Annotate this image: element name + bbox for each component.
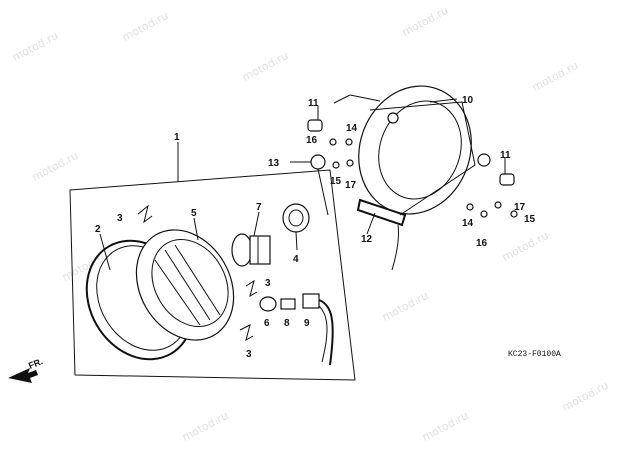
washer	[345, 138, 353, 146]
callout-16: 16	[476, 238, 488, 249]
callout-15: 15	[524, 214, 536, 225]
callout-17: 17	[345, 180, 357, 191]
callout-10: 10	[462, 95, 474, 106]
bolt	[332, 161, 340, 169]
headlight-lens	[135, 229, 235, 341]
callout-6: 6	[264, 318, 270, 329]
front-direction-arrow: FR.	[8, 356, 44, 383]
callout-12: 12	[361, 234, 373, 245]
callout-11: 11	[500, 150, 511, 161]
bulb-socket	[282, 203, 310, 233]
headlight-case	[358, 85, 491, 216]
washer	[346, 159, 354, 167]
clip	[245, 279, 258, 298]
nut	[494, 201, 502, 209]
grommet	[499, 173, 515, 186]
callout-16: 16	[306, 135, 318, 146]
diagram-code: KC23-F0100A	[508, 350, 561, 359]
grommet	[307, 119, 323, 132]
clip	[137, 204, 153, 224]
clip	[239, 324, 254, 342]
washer	[480, 210, 488, 218]
callout-17: 17	[514, 202, 526, 213]
mount-bracket-left	[310, 154, 329, 216]
callout-1: 1	[174, 132, 180, 143]
bolt	[466, 203, 474, 211]
nut	[329, 138, 337, 146]
headlight-bulb	[231, 233, 271, 267]
callout-15: 15	[330, 176, 342, 187]
callout-5: 5	[191, 208, 197, 219]
callout-2: 2	[95, 224, 101, 235]
callout-3: 3	[117, 213, 123, 224]
callout-4: 4	[293, 254, 299, 265]
position-bulb-socket	[259, 296, 296, 312]
callout-14: 14	[462, 218, 474, 229]
callout-8: 8	[284, 318, 290, 329]
front-direction-label: FR.	[27, 356, 44, 371]
headlight-bracket	[356, 198, 407, 271]
callout-3: 3	[265, 278, 271, 289]
callout-14: 14	[346, 123, 358, 134]
washer	[510, 210, 518, 218]
assembly-box	[69, 169, 356, 381]
callout-11: 11	[308, 98, 319, 109]
callout-9: 9	[304, 318, 310, 329]
callout-3: 3	[246, 349, 252, 360]
wire-harness	[302, 293, 334, 366]
callout-13: 13	[268, 158, 280, 169]
callout-7: 7	[256, 202, 262, 213]
